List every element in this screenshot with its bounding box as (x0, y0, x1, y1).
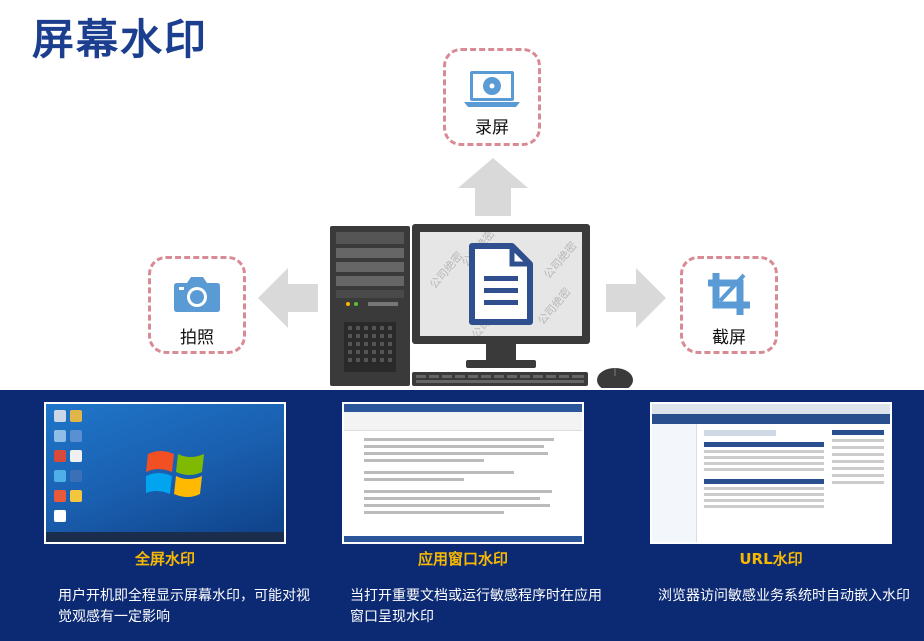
windows-logo-icon (146, 451, 204, 497)
document-body (364, 438, 564, 538)
photo-label: 拍照 (180, 328, 214, 348)
page-title: 屏幕水印 (32, 15, 209, 64)
fullscreen-watermark-thumbnail (44, 402, 286, 544)
arrow-up-icon (458, 158, 528, 216)
mouse (597, 368, 633, 388)
url-watermark-title: URL水印 (739, 550, 803, 568)
screenshot-capture-box: 截屏 (680, 256, 778, 354)
watermark-text: 公司绝密 (535, 285, 574, 328)
watermark-modes-panel: 全屏水印 用户开机即全程显示屏幕水印，可能对视觉观感有一定影响 应用窗口水印 当… (0, 390, 924, 641)
desktop-icons (52, 408, 92, 528)
fullscreen-watermark-title: 全屏水印 (134, 550, 195, 568)
watermark-text: 公司绝密 (541, 239, 580, 282)
app-window-watermark-thumbnail (342, 402, 584, 544)
record-label: 录屏 (475, 118, 509, 138)
record-capture-box: 录屏 (443, 48, 541, 146)
camera-icon (174, 277, 220, 312)
word-ribbon (344, 412, 582, 431)
browser-tabbar (652, 404, 890, 414)
status-bar (344, 536, 582, 542)
url-watermark-thumbnail (650, 402, 892, 544)
app-window-watermark-desc: 当打开重要文档或运行敏感程序时在应用窗口呈现水印 (350, 588, 602, 625)
taskbar (46, 532, 284, 542)
app-window-watermark-title: 应用窗口水印 (417, 550, 508, 568)
browser-sidebar (652, 424, 697, 542)
arrow-right-icon (606, 268, 666, 328)
computer-monitor: 公司绝密 公司绝密 公司绝密 公司绝密 公司绝密 (412, 224, 590, 370)
document-icon (469, 243, 533, 325)
word-titlebar (344, 404, 582, 412)
photo-capture-box: 拍照 (148, 256, 246, 354)
monitor-disc-icon (464, 71, 520, 107)
browser-navbar (652, 414, 890, 424)
fullscreen-watermark-desc: 用户开机即全程显示屏幕水印，可能对视觉观感有一定影响 (58, 588, 310, 625)
crop-icon (708, 273, 750, 315)
keyboard (412, 372, 588, 386)
screenshot-label: 截屏 (712, 328, 746, 348)
browser-content (704, 430, 824, 511)
url-watermark-desc: 浏览器访问敏感业务系统时自动嵌入水印 (658, 588, 910, 604)
browser-rightpanel (832, 430, 884, 488)
computer-tower (330, 226, 410, 386)
arrow-left-icon (258, 268, 318, 328)
